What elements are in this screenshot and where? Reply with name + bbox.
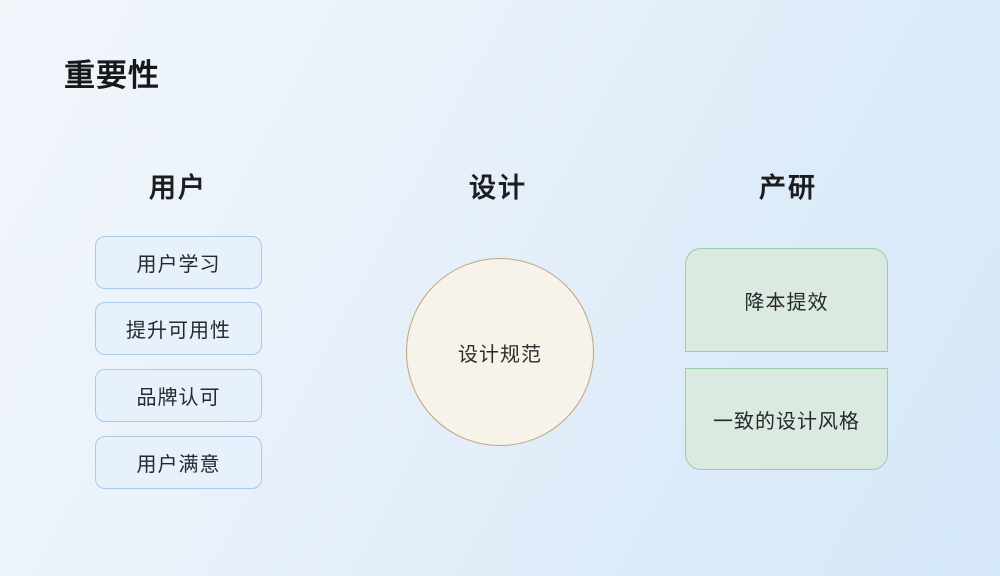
user-item-box-3: 品牌认可 <box>95 369 262 422</box>
user-item-box-2: 提升可用性 <box>95 302 262 355</box>
column-header-user: 用户 <box>149 173 207 203</box>
column-header-design: 设计 <box>469 173 527 203</box>
design-spec-circle: 设计规范 <box>406 258 594 446</box>
column-header-prod: 产研 <box>759 173 817 203</box>
user-item-box-1: 用户学习 <box>95 236 262 289</box>
user-item-box-4: 用户满意 <box>95 436 262 489</box>
page-title: 重要性 <box>64 58 160 93</box>
prod-item-box-2: 一致的设计风格 <box>685 368 888 470</box>
prod-item-box-1: 降本提效 <box>685 248 888 352</box>
